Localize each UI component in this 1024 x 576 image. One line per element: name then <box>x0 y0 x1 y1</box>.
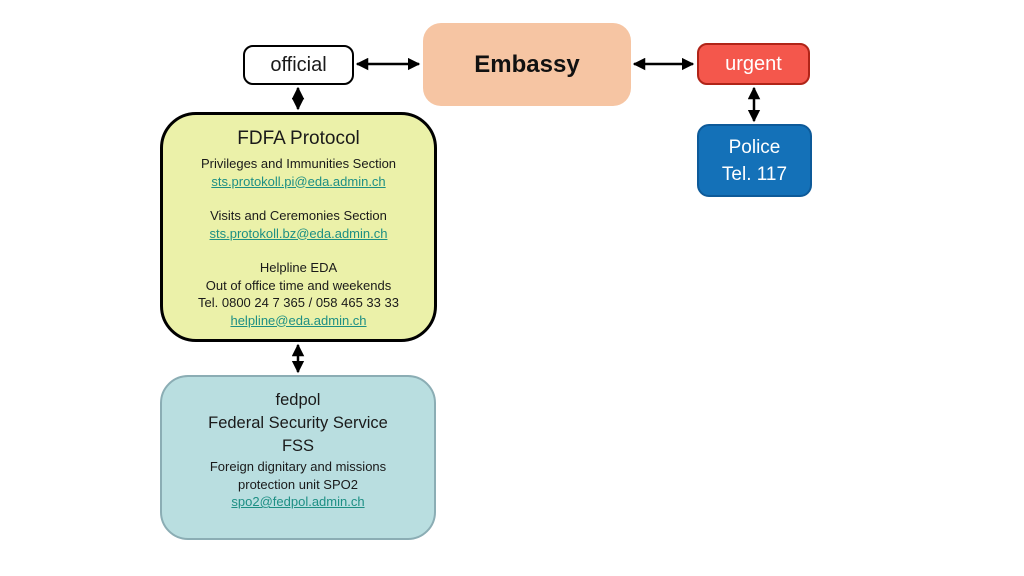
official-label: official <box>270 53 327 76</box>
police-label: Police <box>728 136 781 158</box>
fdfa-helpline-phone: Tel. 0800 24 7 365 / 058 465 33 33 <box>198 295 399 310</box>
police-phone: Tel. 117 <box>721 163 788 185</box>
fedpol-name: fedpol <box>275 391 321 409</box>
node-official: official <box>243 45 354 85</box>
fedpol-service-name: Federal Security Service <box>208 414 388 432</box>
fedpol-service-abbreviation: FSS <box>281 437 315 455</box>
fdfa-helpline-email-link[interactable]: helpline@eda.admin.ch <box>230 312 367 328</box>
fdfa-section-privileges-heading: Privileges and Immunities Section <box>200 156 397 171</box>
node-fedpol: fedpol Federal Security Service FSS Fore… <box>160 375 436 540</box>
fdfa-helpline-hours: Out of office time and weekends <box>205 277 392 293</box>
fedpol-unit-line2: protection unit SPO2 <box>238 476 358 492</box>
urgent-label: urgent <box>725 52 782 75</box>
fdfa-title: FDFA Protocol <box>237 128 360 149</box>
node-urgent: urgent <box>697 43 810 85</box>
embassy-label: Embassy <box>474 50 580 78</box>
fdfa-visits-email-link[interactable]: sts.protokoll.bz@eda.admin.ch <box>209 225 388 241</box>
fdfa-privileges-email-link[interactable]: sts.protokoll.pi@eda.admin.ch <box>211 173 386 189</box>
fdfa-helpline-heading: Helpline EDA <box>259 260 338 275</box>
node-police: Police Tel. 117 <box>697 124 812 197</box>
fdfa-section-visits-heading: Visits and Ceremonies Section <box>210 208 387 223</box>
node-embassy: Embassy <box>423 23 631 106</box>
fedpol-email-link[interactable]: spo2@fedpol.admin.ch <box>231 494 365 509</box>
node-fdfa-protocol: FDFA Protocol Privileges and Immunities … <box>160 112 437 342</box>
fedpol-unit-line1: Foreign dignitary and missions <box>209 459 387 474</box>
